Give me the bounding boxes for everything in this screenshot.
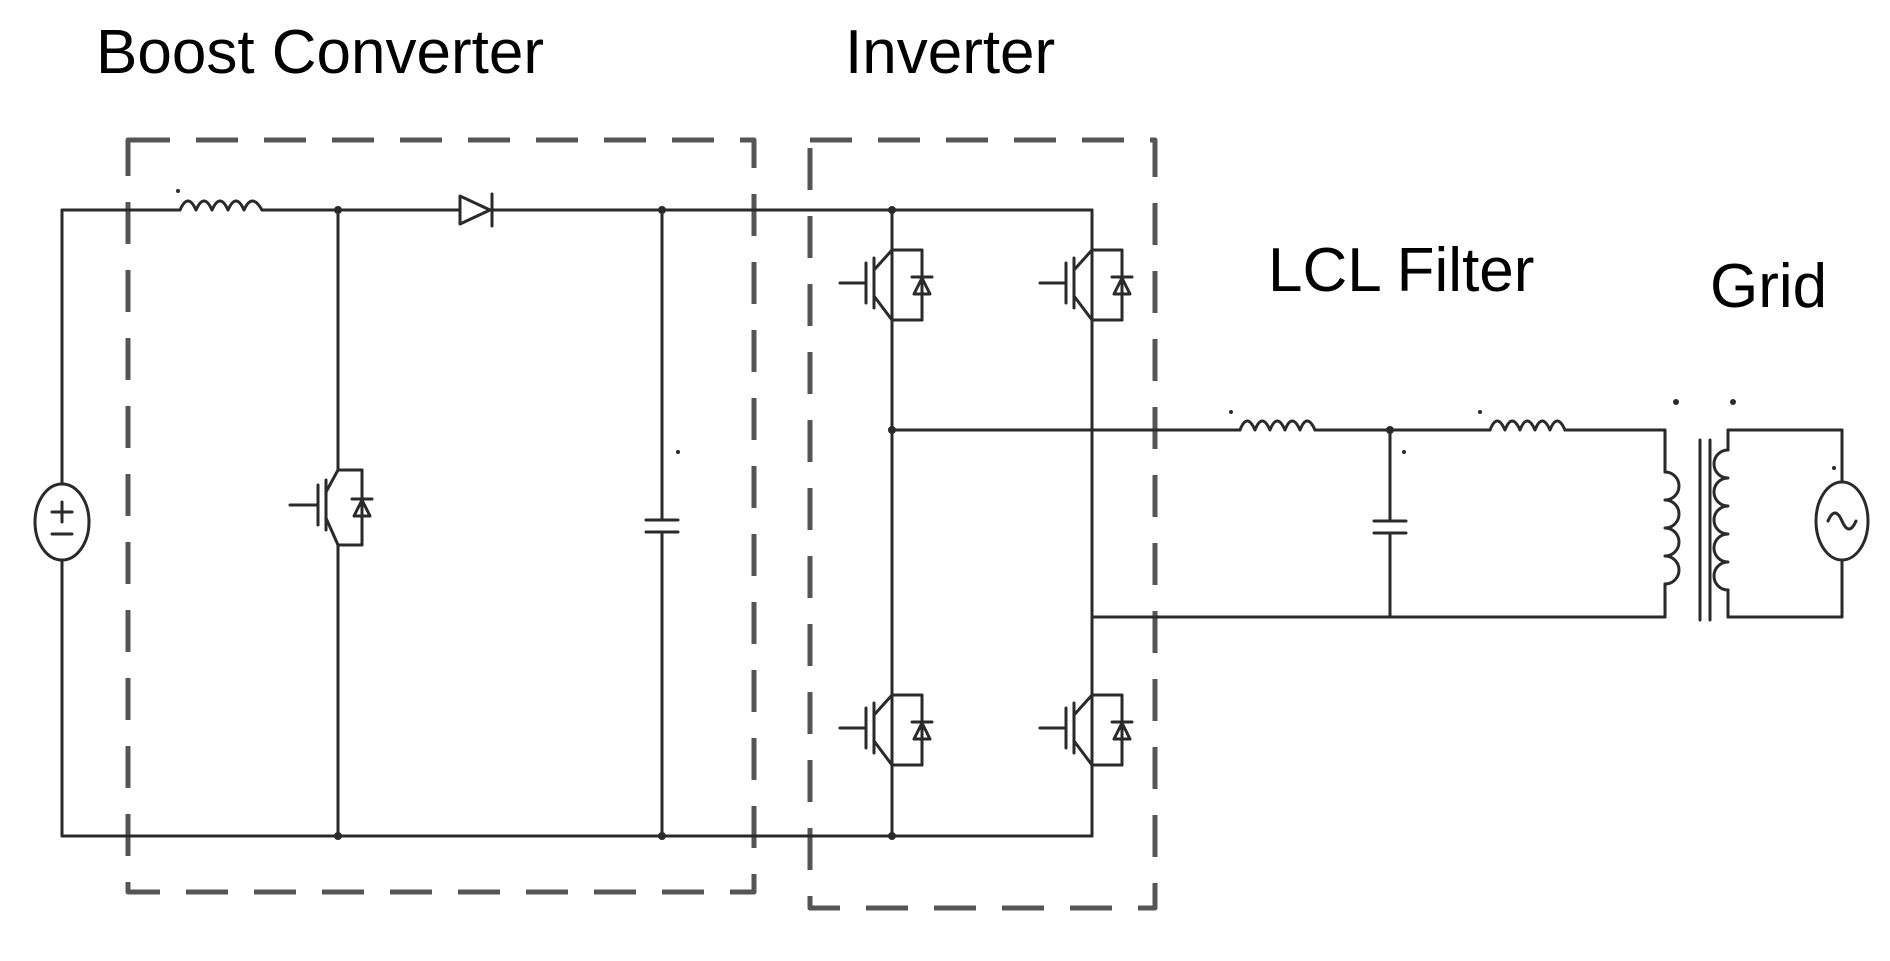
inverter-switch-bottom-left [838,693,934,767]
grid-label: Grid [1710,252,1828,321]
inverter-switch-bottom-right [1038,693,1134,767]
filter-inductor-2 [1478,410,1567,432]
inverter-switch-top-right [1038,248,1134,322]
boost-converter-box [125,137,757,895]
dc-link-capacitor [644,208,680,838]
grid-source [1726,428,1870,619]
inverter-switch-top-left [838,248,934,322]
boost-converter-label: Boost Converter [96,18,544,87]
lcl-filter-label: LCL Filter [1268,236,1535,305]
filter-capacitor [1372,428,1408,619]
transformer [1663,399,1736,622]
ac-output-wires [890,428,1667,619]
boost-diode [458,192,494,228]
filter-inductor-1 [1229,410,1317,432]
boost-inductor [176,189,264,212]
dc-source [33,482,91,562]
inverter-box [807,137,1158,911]
junction-dots [334,206,1394,840]
boost-switch [288,208,374,838]
inverter-label: Inverter [845,18,1056,87]
